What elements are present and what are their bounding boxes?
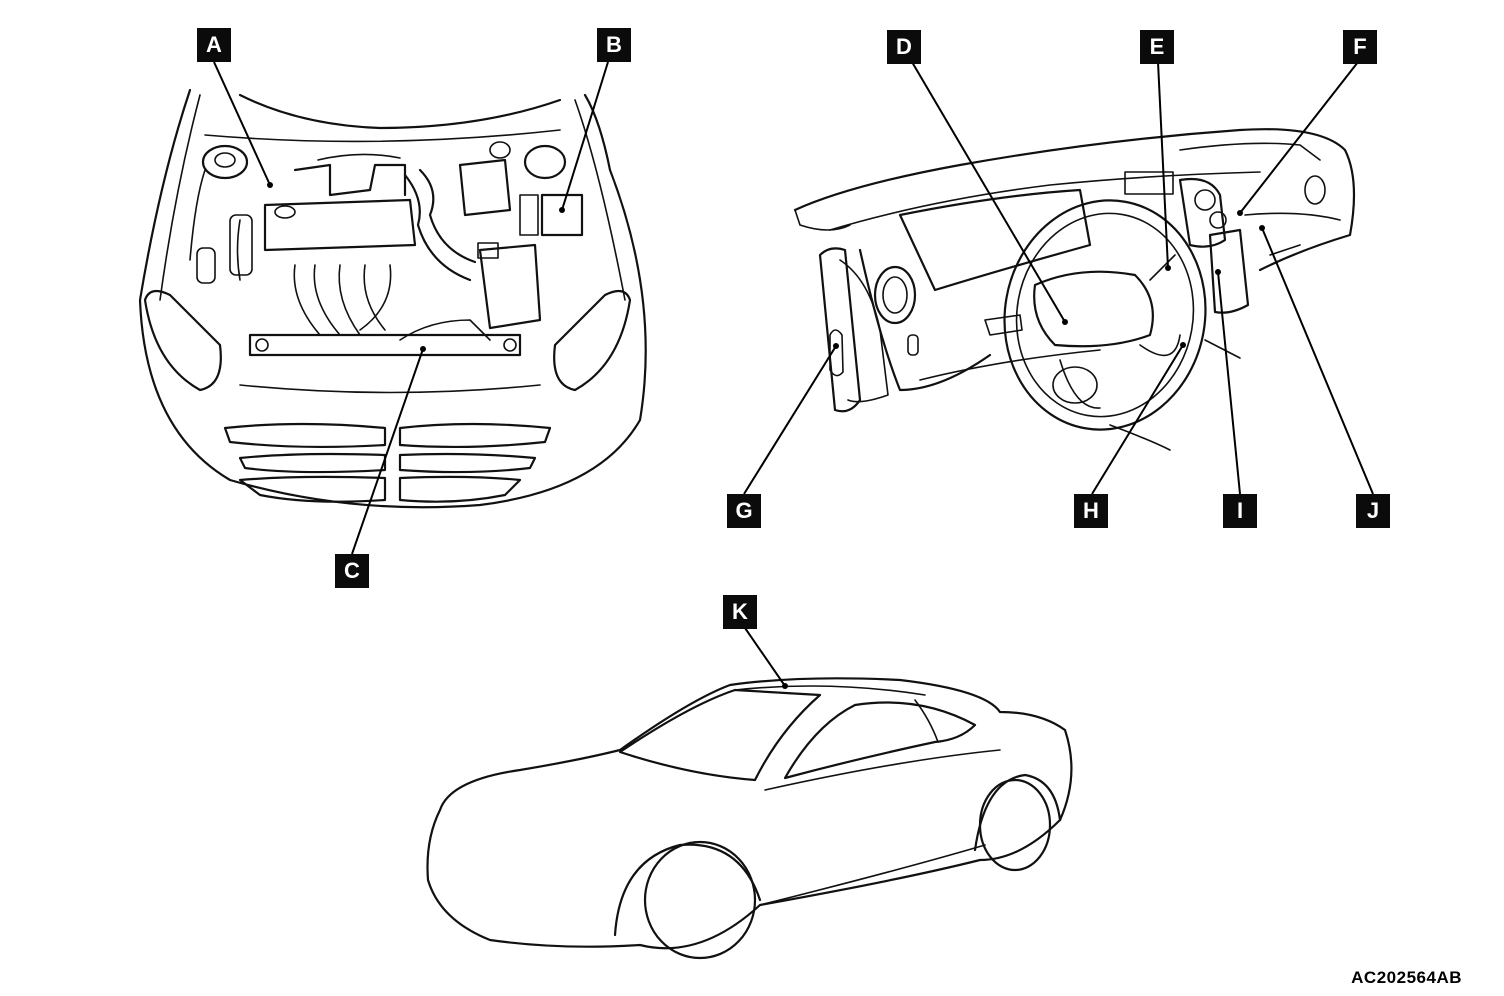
callout-c: C [335, 554, 369, 588]
callout-a: A [197, 28, 231, 62]
figure-code: AC202564AB [1351, 968, 1462, 987]
callout-i: I [1223, 494, 1257, 528]
leader-c [351, 348, 424, 555]
point-e [1165, 265, 1171, 271]
leader-g [743, 345, 837, 495]
point-f [1237, 210, 1243, 216]
leader-i [1217, 271, 1241, 495]
leader-lines [213, 61, 1374, 689]
point-g [833, 343, 839, 349]
point-j [1259, 225, 1265, 231]
leader-a [213, 61, 271, 186]
instrument-panel-drawing [793, 128, 1356, 451]
leader-e [1157, 61, 1169, 269]
callout-e: E [1140, 30, 1174, 64]
callout-j: J [1356, 494, 1390, 528]
callout-b: B [597, 28, 631, 62]
engine-compartment-drawing [138, 88, 647, 509]
vehicle-exterior-drawing [426, 677, 1073, 960]
point-a [267, 182, 273, 188]
leader-j [1261, 227, 1374, 495]
point-i [1215, 269, 1221, 275]
leader-h [1091, 344, 1184, 495]
point-c [420, 346, 426, 352]
callout-g: G [727, 494, 761, 528]
leader-b [561, 61, 609, 211]
leader-f [1239, 61, 1359, 214]
leader-d [911, 61, 1066, 323]
callout-d: D [887, 30, 921, 64]
point-b [559, 207, 565, 213]
point-h [1180, 342, 1186, 348]
callout-f: F [1343, 30, 1377, 64]
leader-k [744, 627, 786, 687]
callout-h: H [1074, 494, 1108, 528]
callout-k: K [723, 595, 757, 629]
point-d [1062, 319, 1068, 325]
point-k [782, 683, 788, 689]
